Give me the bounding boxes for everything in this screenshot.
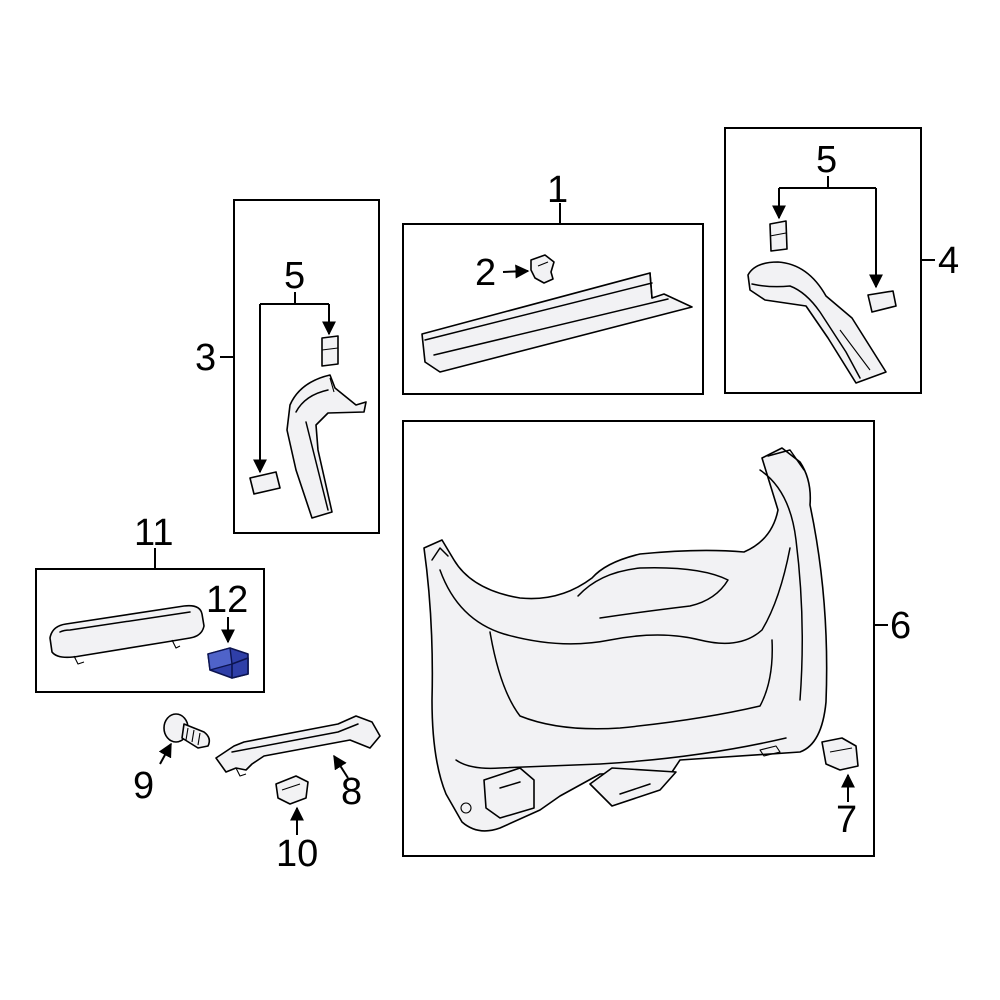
liftgate-trim-panel-part[interactable] [423, 447, 828, 832]
left-pillar-trim-part[interactable] [286, 374, 367, 519]
callout-5b[interactable]: 5 [816, 139, 837, 181]
callout-7[interactable]: 7 [836, 799, 857, 841]
callout-4[interactable]: 4 [938, 240, 959, 282]
group-3-box: 3 5 [195, 199, 380, 534]
clip-part-5-lower-right[interactable] [867, 290, 897, 313]
callout-9[interactable]: 9 [133, 765, 154, 807]
callout-12[interactable]: 12 [206, 579, 248, 621]
callout-2[interactable]: 2 [475, 252, 496, 294]
group-4-box: 4 5 [724, 127, 959, 394]
callout-11[interactable]: 11 [134, 512, 173, 554]
callout-5a[interactable]: 5 [284, 255, 305, 297]
screw-part-9[interactable] [163, 713, 211, 749]
group-6-box: 6 [402, 420, 911, 857]
sill-plate-part[interactable] [421, 272, 693, 373]
clip-part-7[interactable] [821, 737, 859, 771]
group-11-box: 11 12 [35, 512, 265, 693]
clip-part-5-upper-right[interactable] [769, 220, 788, 252]
right-pillar-trim-part[interactable] [747, 261, 887, 384]
group-1-box: 1 2 [402, 169, 704, 395]
callout-10[interactable]: 10 [276, 833, 318, 875]
clip-part-12-highlighted[interactable] [207, 647, 249, 679]
clip-part-10[interactable] [275, 775, 309, 805]
clip-part-2[interactable] [530, 254, 555, 284]
bracket-part-8[interactable] [215, 715, 381, 777]
clip-part-5-upper-left[interactable] [321, 335, 339, 367]
callout-8[interactable]: 8 [341, 771, 362, 813]
callout-1[interactable]: 1 [547, 169, 568, 211]
pull-handle-part[interactable] [49, 604, 205, 665]
callout-6[interactable]: 6 [890, 605, 911, 647]
callout-3[interactable]: 3 [195, 337, 216, 379]
clip-part-5-lower-left[interactable] [249, 471, 281, 495]
